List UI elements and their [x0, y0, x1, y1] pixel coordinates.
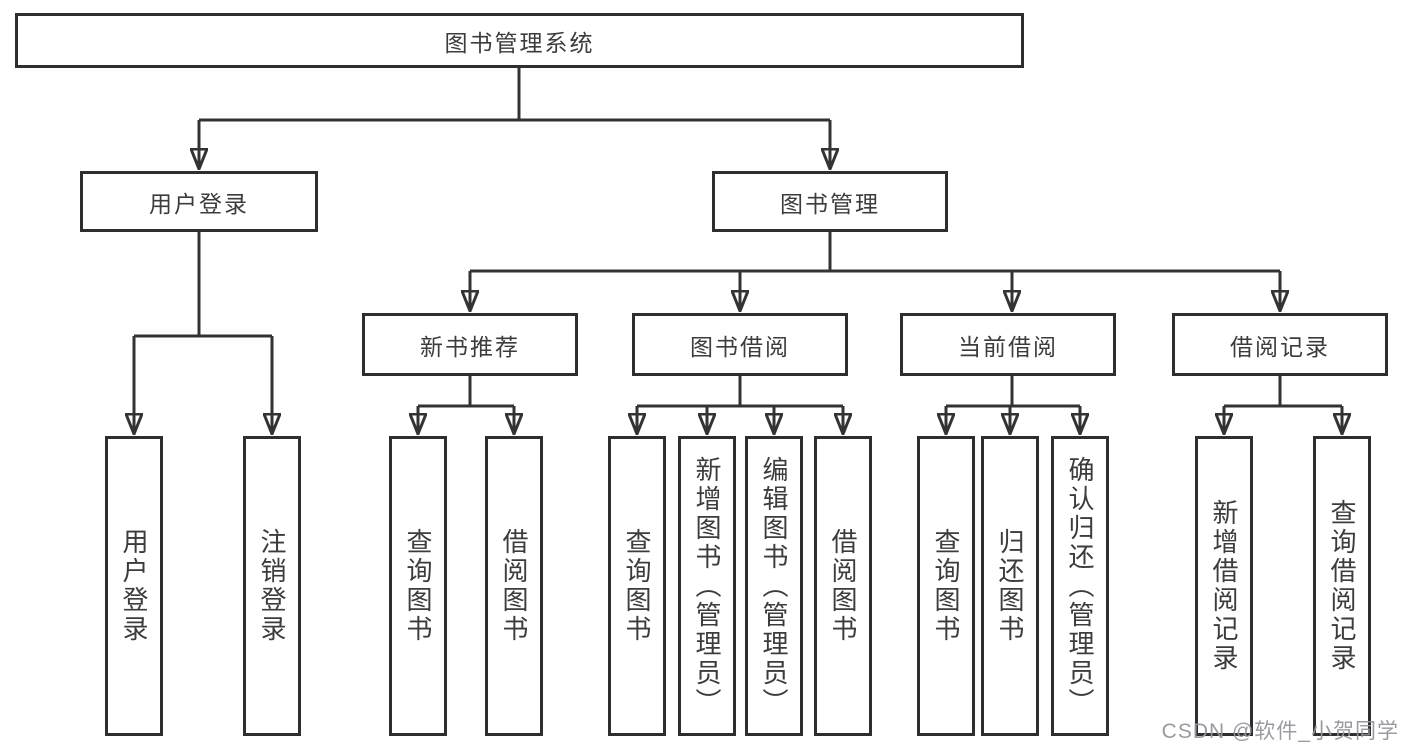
connector-root-rail — [199, 68, 830, 122]
leaf-label: 编辑图书（管理员） — [759, 455, 789, 717]
leaf-label: 借阅图书 — [828, 528, 858, 644]
node-current-borrow: 当前借阅 — [900, 313, 1116, 376]
leaf-records-query: 查询借阅记录 — [1313, 436, 1371, 736]
node-library-system: 图书管理系统 — [15, 13, 1024, 68]
leaf-label: 归还图书 — [995, 528, 1025, 644]
leaf-label: 借阅图书 — [499, 528, 529, 644]
csdn-watermark: CSDN @软件_小贺同学 — [1161, 720, 1399, 743]
leaf-label: 确认归还（管理员） — [1065, 455, 1095, 717]
leaf-logout: 注销登录 — [243, 436, 301, 736]
leaf-label: 新增借阅记录 — [1209, 499, 1239, 673]
leaf-newbook-borrow: 借阅图书 — [485, 436, 543, 736]
leaf-current-return: 归还图书 — [981, 436, 1039, 736]
leaf-label: 查询图书 — [622, 528, 652, 644]
connector-borrow-rail — [637, 376, 843, 408]
connector-login-rail — [134, 232, 272, 338]
leaf-label: 查询图书 — [403, 528, 433, 644]
node-new-book-recommend: 新书推荐 — [362, 313, 578, 376]
leaf-current-confirm-admin: 确认归还（管理员） — [1051, 436, 1109, 736]
leaf-borrow-query: 查询图书 — [608, 436, 666, 736]
node-book-borrow: 图书借阅 — [632, 313, 848, 376]
leaf-borrow-edit-admin: 编辑图书（管理员） — [745, 436, 803, 736]
leaf-newbook-query: 查询图书 — [389, 436, 447, 736]
leaf-label: 注销登录 — [257, 528, 287, 644]
leaf-records-add: 新增借阅记录 — [1195, 436, 1253, 736]
node-borrow-records: 借阅记录 — [1172, 313, 1388, 376]
leaf-label: 查询图书 — [931, 528, 961, 644]
leaf-label: 查询借阅记录 — [1327, 499, 1357, 673]
connector-current-rail — [946, 376, 1080, 408]
leaf-current-query: 查询图书 — [917, 436, 975, 736]
node-book-management: 图书管理 — [712, 171, 948, 232]
connector-newbook-rail — [418, 376, 514, 408]
leaf-label: 用户登录 — [119, 528, 149, 644]
node-user-login: 用户登录 — [80, 171, 318, 232]
leaf-user-login: 用户登录 — [105, 436, 163, 736]
connector-records-rail — [1224, 376, 1342, 408]
leaf-label: 新增图书（管理员） — [692, 455, 722, 717]
leaf-borrow-add-admin: 新增图书（管理员） — [678, 436, 736, 736]
connector-mgmt-rail — [470, 232, 1280, 273]
leaf-borrow-book: 借阅图书 — [814, 436, 872, 736]
